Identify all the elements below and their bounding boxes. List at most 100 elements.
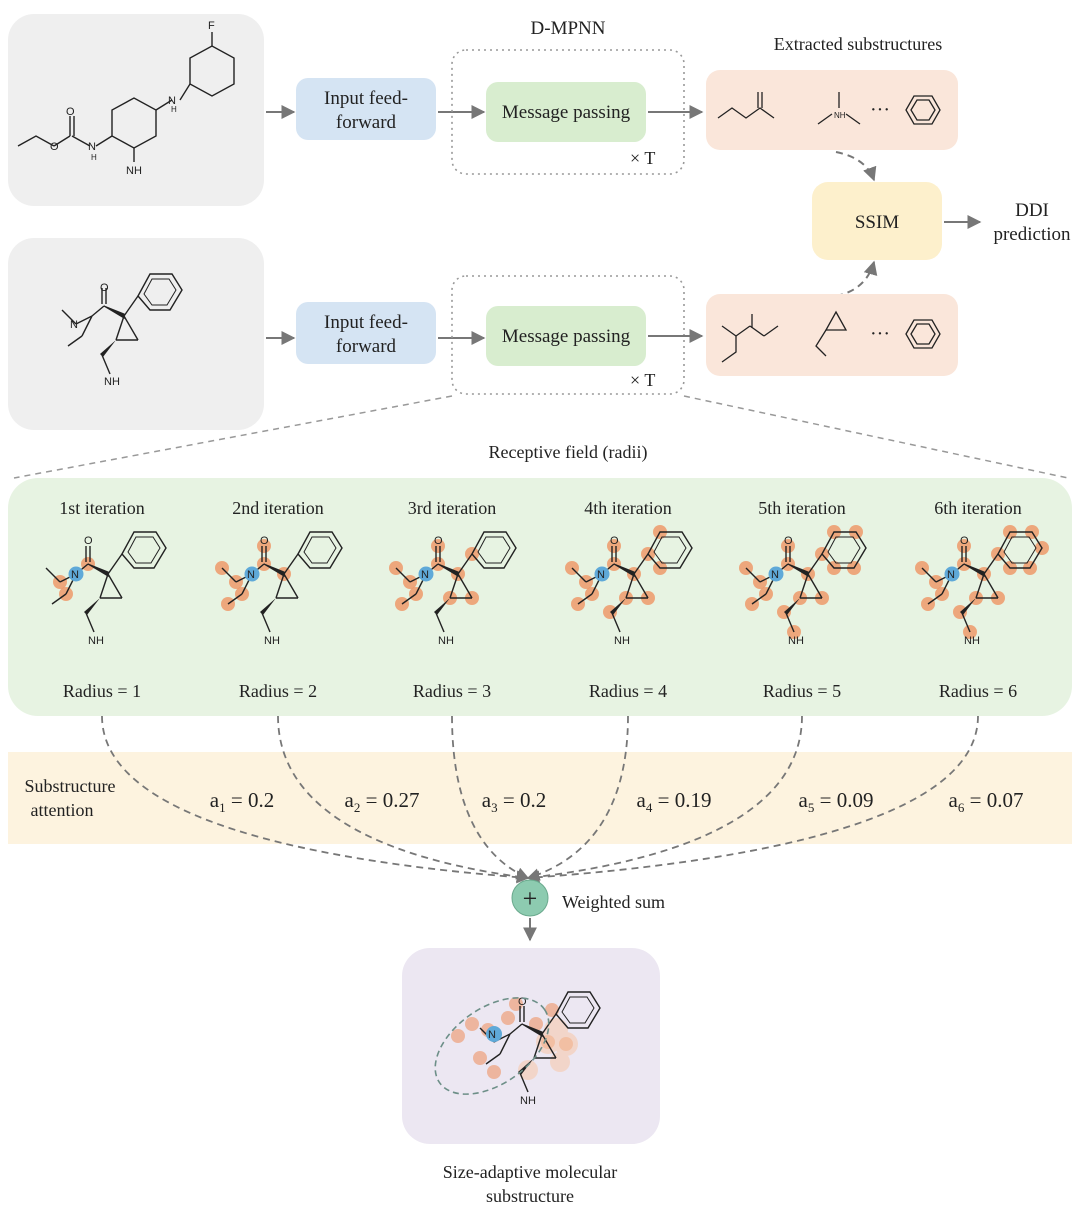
iteration-label: 4th iteration (584, 498, 671, 518)
iteration-label: 6th iteration (934, 498, 1021, 518)
dmpnn-dotted-frame-1 (451, 49, 685, 175)
result-caption: substructure (486, 1186, 574, 1206)
dashed-curve (526, 715, 629, 881)
input-feedforward-label: forward (336, 112, 397, 133)
atom-n: N (597, 569, 605, 581)
atom-n: N (70, 319, 78, 331)
highlight-atom (781, 539, 795, 553)
molecule-panel-2 (8, 238, 264, 430)
attention-weight-1: a1 = 0.2 (210, 788, 274, 815)
attention-weight-3: a3 = 0.2 (482, 788, 546, 815)
atom-nh: NH (834, 111, 846, 120)
input-feedforward-box-2 (296, 302, 436, 364)
extracted-box-2 (706, 294, 958, 376)
substructure-benzene (905, 95, 941, 125)
nitrogen-atom (244, 566, 260, 582)
nitrogen-atom (418, 566, 434, 582)
highlight-atom (431, 539, 445, 553)
dashed-arrow (835, 260, 878, 297)
ssim-box (812, 182, 942, 260)
zoom-line-left (13, 395, 453, 479)
highlight-atom (257, 539, 271, 553)
zoom-line-right (683, 395, 1069, 479)
ellipsis: ··· (870, 99, 890, 121)
substructure-benzene (905, 319, 941, 349)
atom-o: O (960, 535, 969, 547)
plus-icon: + (523, 884, 538, 913)
weighted-sum-circle (511, 879, 549, 917)
atom-n: N (947, 569, 955, 581)
dmpnn-title: D-MPNN (531, 18, 606, 39)
attention-label: attention (31, 800, 94, 820)
receptive-field-panel (8, 478, 1072, 716)
substructure-amine (817, 92, 861, 125)
atom-nh2: NH (88, 635, 104, 647)
nitrogen-atom (486, 1026, 502, 1042)
atom-nh2: NH (788, 635, 804, 647)
substructure-cyclopropyl (815, 310, 848, 357)
atom-o: O (66, 106, 75, 118)
atom-n: N (488, 1029, 496, 1041)
dashed-curve (101, 715, 530, 884)
ddi-label: prediction (993, 224, 1071, 245)
atom-n: N (421, 569, 429, 581)
atom-f: F (208, 20, 215, 32)
result-caption: Size-adaptive molecular (443, 1162, 617, 1182)
attention-label: Substructure (25, 776, 116, 796)
atom-n: N (71, 569, 79, 581)
atom-o: O (610, 535, 619, 547)
attention-weight-5: a5 = 0.09 (799, 788, 874, 815)
radius-label: Radius = 1 (63, 681, 141, 701)
atom-nh2: NH (964, 635, 980, 647)
atom-o: O (260, 535, 269, 547)
atom-o: O (84, 535, 93, 547)
substructure-ellipse (434, 997, 550, 1095)
result-panel (402, 948, 660, 1144)
atom-o: O (50, 141, 59, 153)
dashed-curve (526, 715, 803, 883)
substructure-attention-band (8, 752, 1072, 844)
attention-weight-6: a6 = 0.07 (949, 788, 1024, 815)
atom-nh2: NH (520, 1095, 536, 1107)
atom-n: N (771, 569, 779, 581)
times-t-label: × T (630, 148, 655, 168)
radius-label: Radius = 6 (939, 681, 1017, 701)
input-feedforward-box-1 (296, 78, 436, 140)
radius-label: Radius = 5 (763, 681, 841, 701)
weighted-sum-label: Weighted sum (562, 892, 665, 912)
radius-label: Radius = 3 (413, 681, 491, 701)
dashed-curve (277, 715, 530, 883)
dashed-curve (526, 715, 979, 884)
iteration-label: 5th iteration (758, 498, 845, 518)
atom-nh2: NH (614, 635, 630, 647)
dashed-arrow (835, 151, 877, 182)
atom-n: N (88, 141, 96, 153)
input-feedforward-label: forward (336, 336, 397, 357)
atom-nh2: NH (264, 635, 280, 647)
receptive-field-title: Receptive field (radii) (489, 442, 648, 463)
highlight-atom (607, 539, 621, 553)
iteration-label: 1st iteration (59, 498, 144, 518)
atom-n: N (168, 95, 176, 107)
extracted-title: Extracted substructures (774, 34, 942, 54)
attention-weight-2: a2 = 0.27 (345, 788, 420, 815)
nitrogen-atom (768, 566, 784, 582)
radius-label: Radius = 2 (239, 681, 317, 701)
nitrogen-atom (594, 566, 610, 582)
input-feedforward-label: Input feed- (324, 88, 408, 109)
molecule-panel-1 (8, 14, 264, 206)
extracted-box-1 (706, 70, 958, 150)
message-passing-box-1 (486, 82, 646, 142)
nitrogen-atom (68, 566, 84, 582)
substructure-amide (721, 314, 779, 363)
iteration-label: 2nd iteration (232, 498, 323, 518)
atom-h: H (91, 153, 97, 162)
substructure-ester (717, 92, 775, 119)
